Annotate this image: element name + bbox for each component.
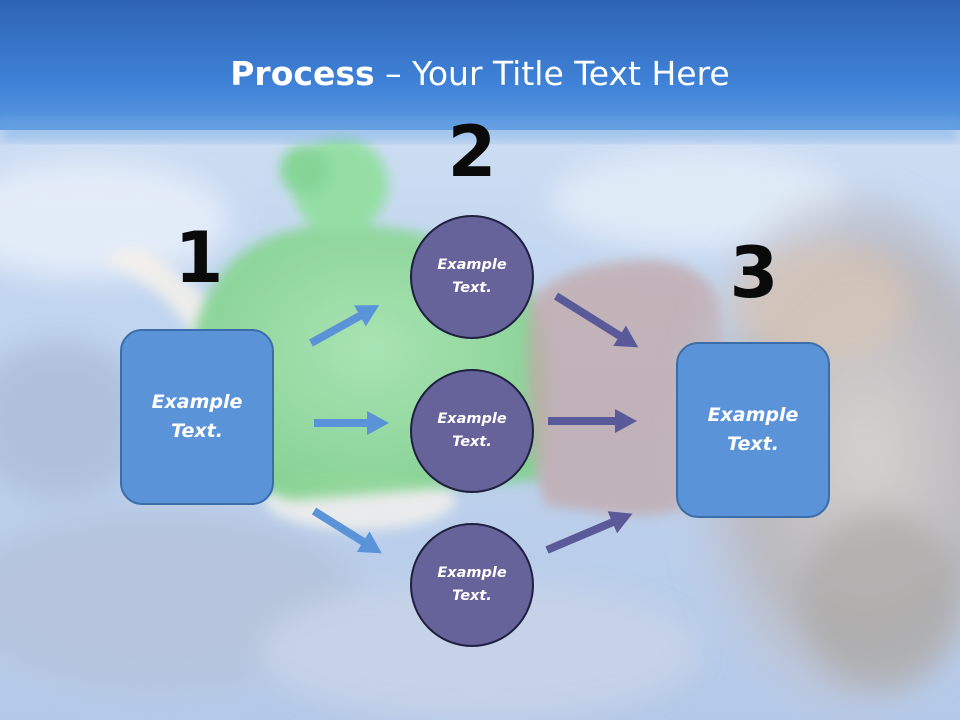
step-number-2: 2 [447, 111, 497, 193]
arrow-to-top-circle [309, 305, 380, 347]
step-number-1: 1 [174, 217, 224, 299]
arrow-from-bottom-circle [545, 511, 633, 554]
slide-title-rest: – Your Title Text Here [374, 54, 730, 93]
arrow-to-middle-circle [314, 411, 389, 435]
slide-title: Process – Your Title Text Here [0, 52, 960, 96]
step-1-box: Example Text. [120, 329, 274, 505]
step-3-box: Example Text. [676, 342, 830, 518]
circle-bottom-text: Example Text. [437, 565, 507, 604]
arrow-from-top-circle [553, 292, 639, 348]
circle-top-text: Example Text. [437, 257, 507, 296]
arrow-from-middle-circle [548, 409, 637, 433]
slide-title-bold: Process [230, 54, 375, 93]
step-3-text: Example Text. [707, 404, 799, 455]
step-1-text: Example Text. [151, 391, 243, 442]
circle-middle-text: Example Text. [437, 411, 507, 450]
step-2-circle-middle: Example Text. [410, 369, 534, 493]
step-2-circle-top: Example Text. [410, 215, 534, 339]
step-number-3: 3 [729, 232, 779, 314]
arrow-to-bottom-circle [311, 507, 382, 554]
step-2-circle-bottom: Example Text. [410, 523, 534, 647]
